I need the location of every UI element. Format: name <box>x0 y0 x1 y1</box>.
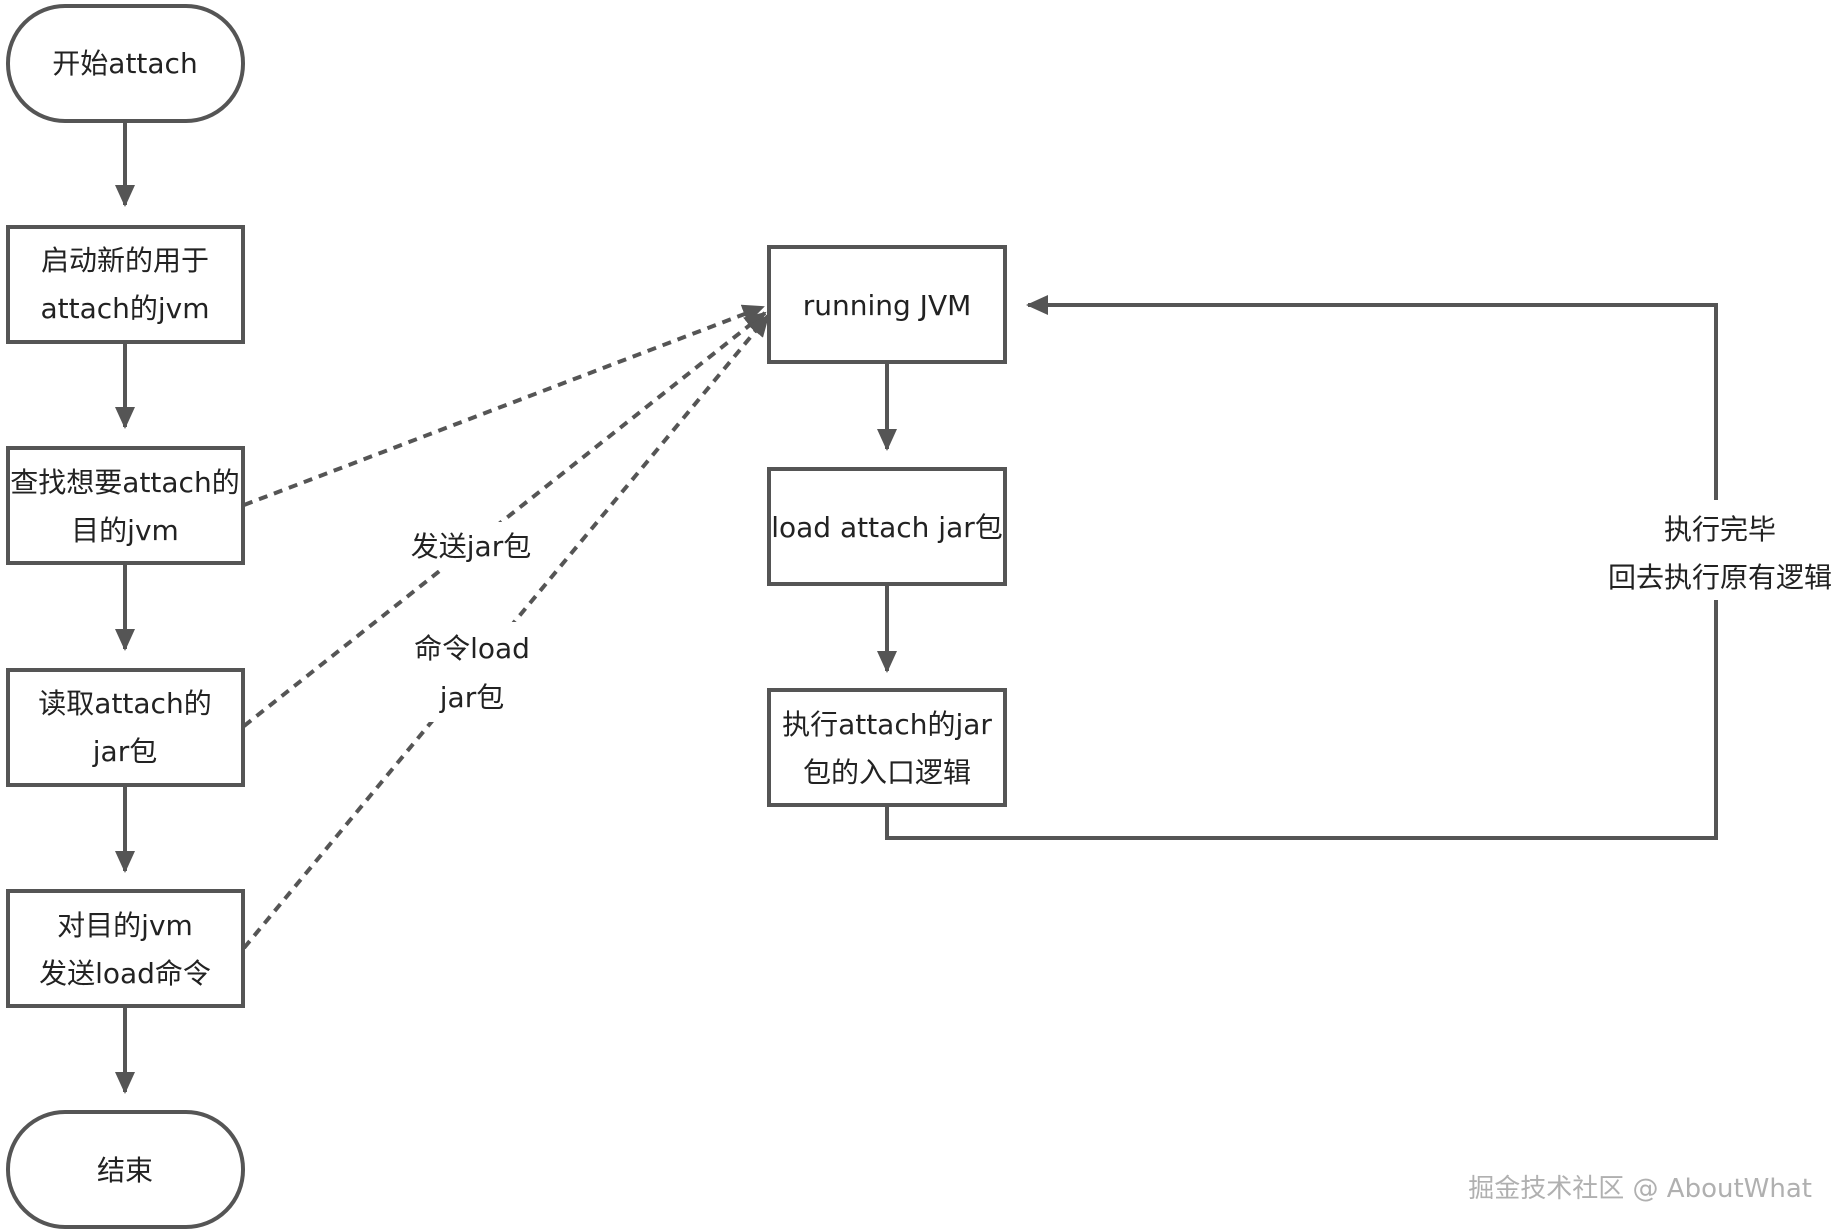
watermark: 掘金技术社区 @ AboutWhat <box>1468 1174 1812 1204</box>
node-send-load-line-2: 发送load命令 <box>39 957 211 990</box>
edge-label-done-return-bg <box>1606 500 1836 600</box>
node-end: 结束 <box>6 1110 245 1229</box>
edge-label-load-cmd-line-1: 命令load <box>414 632 530 665</box>
node-find-target-shape <box>6 446 245 565</box>
node-read-jar-shape <box>6 668 245 787</box>
node-load-jar-shape <box>767 467 1007 586</box>
node-exec-entry: 执行attach的jar 包的入口逻辑 <box>767 688 1007 807</box>
node-launch-jvm-line-2: attach的jvm <box>40 292 209 325</box>
node-exec-entry-line-1: 执行attach的jar <box>782 708 992 741</box>
node-launch-jvm-shape <box>6 225 245 344</box>
node-start-shape <box>6 4 245 123</box>
edge-find-to-running-dashed <box>243 304 765 507</box>
node-load-jar: load attach jar包 <box>767 467 1007 586</box>
edge-label-load-cmd-line-2: jar包 <box>439 681 504 714</box>
node-read-jar-line-1: 读取attach的 <box>38 687 211 720</box>
node-find-target-line-1: 查找想要attach的 <box>10 466 239 499</box>
node-send-load-shape <box>6 889 245 1008</box>
node-start-label: 开始attach <box>52 47 197 80</box>
node-read-jar-line-2: jar包 <box>92 735 157 768</box>
node-load-jar-label: load attach jar包 <box>771 511 1003 544</box>
node-running-jvm-label: running JVM <box>803 289 972 322</box>
node-send-load: 对目的jvm 发送load命令 <box>6 889 245 1008</box>
node-end-shape <box>6 1110 245 1229</box>
edge-label-load-cmd-bg <box>405 622 535 722</box>
edge-label-load-cmd: 命令load jar包 <box>405 622 535 722</box>
edge-send-to-running-dashed <box>242 314 770 950</box>
node-find-target: 查找想要attach的 目的jvm <box>6 446 245 565</box>
edge-label-done-return: 执行完毕 回去执行原有逻辑 <box>1606 500 1836 600</box>
edge-label-send-jar-bg <box>405 522 535 570</box>
edge-label-send-jar: 发送jar包 <box>405 522 535 570</box>
node-running-jvm: running JVM <box>767 245 1007 364</box>
edge-exec-return-to-running <box>885 295 1718 840</box>
node-send-load-line-1: 对目的jvm <box>57 909 193 942</box>
edge-label-done-return-line-1: 执行完毕 <box>1664 513 1776 546</box>
node-launch-jvm: 启动新的用于 attach的jvm <box>6 225 245 344</box>
node-exec-entry-line-2: 包的入口逻辑 <box>803 756 971 789</box>
node-launch-jvm-line-1: 启动新的用于 <box>41 244 209 277</box>
node-read-jar: 读取attach的 jar包 <box>6 668 245 787</box>
node-end-label: 结束 <box>97 1154 153 1187</box>
node-exec-entry-shape <box>767 688 1007 807</box>
node-find-target-line-2: 目的jvm <box>71 514 179 547</box>
edges <box>115 122 1718 1094</box>
edge-label-done-return-line-2: 回去执行原有逻辑 <box>1608 561 1832 594</box>
node-running-jvm-shape <box>767 245 1007 364</box>
edge-label-send-jar-line-1: 发送jar包 <box>411 530 531 563</box>
node-start: 开始attach <box>6 4 245 123</box>
